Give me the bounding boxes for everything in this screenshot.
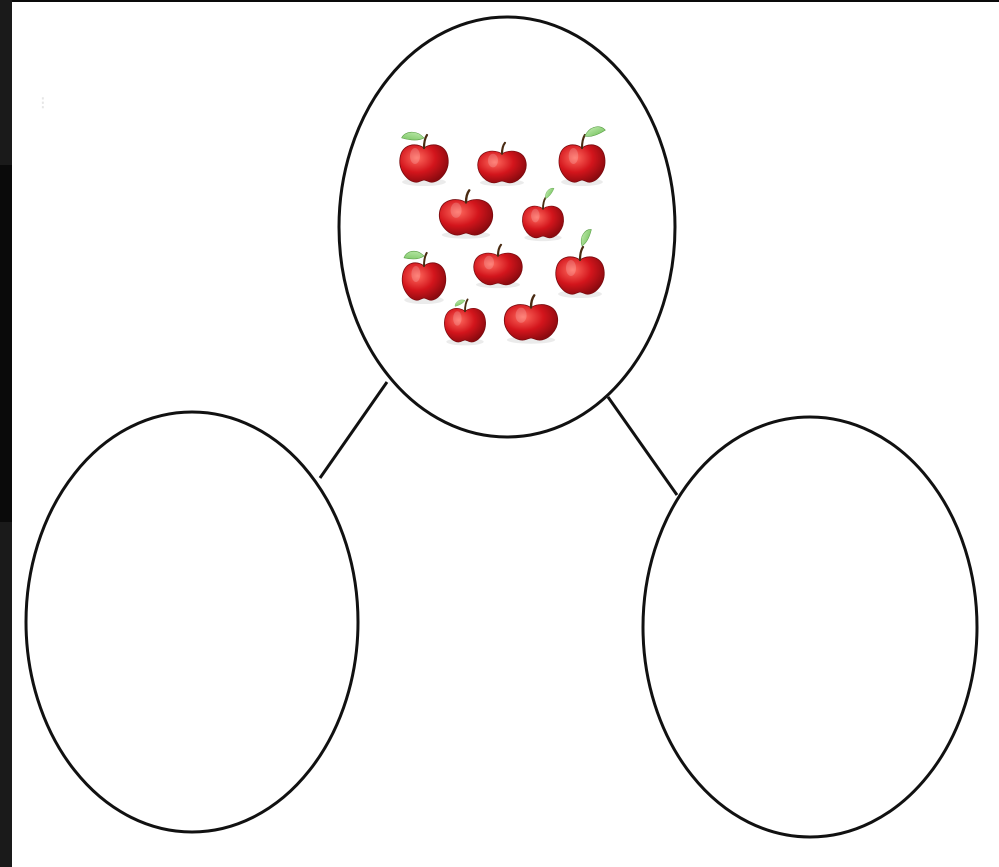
right-part-circle[interactable] — [643, 417, 977, 837]
whole-circle[interactable] — [339, 17, 675, 437]
apple — [474, 245, 522, 288]
apple — [504, 295, 557, 343]
apple — [522, 186, 563, 241]
apple-group — [400, 126, 606, 345]
apple — [400, 130, 448, 186]
apple — [439, 190, 492, 238]
apple — [402, 248, 446, 304]
connector-line-right — [608, 397, 677, 495]
left-part-circle[interactable] — [26, 412, 358, 832]
apple — [444, 297, 485, 345]
connector-line-left — [320, 382, 387, 478]
apple — [478, 143, 526, 186]
apple — [559, 126, 606, 186]
apple — [556, 227, 604, 298]
